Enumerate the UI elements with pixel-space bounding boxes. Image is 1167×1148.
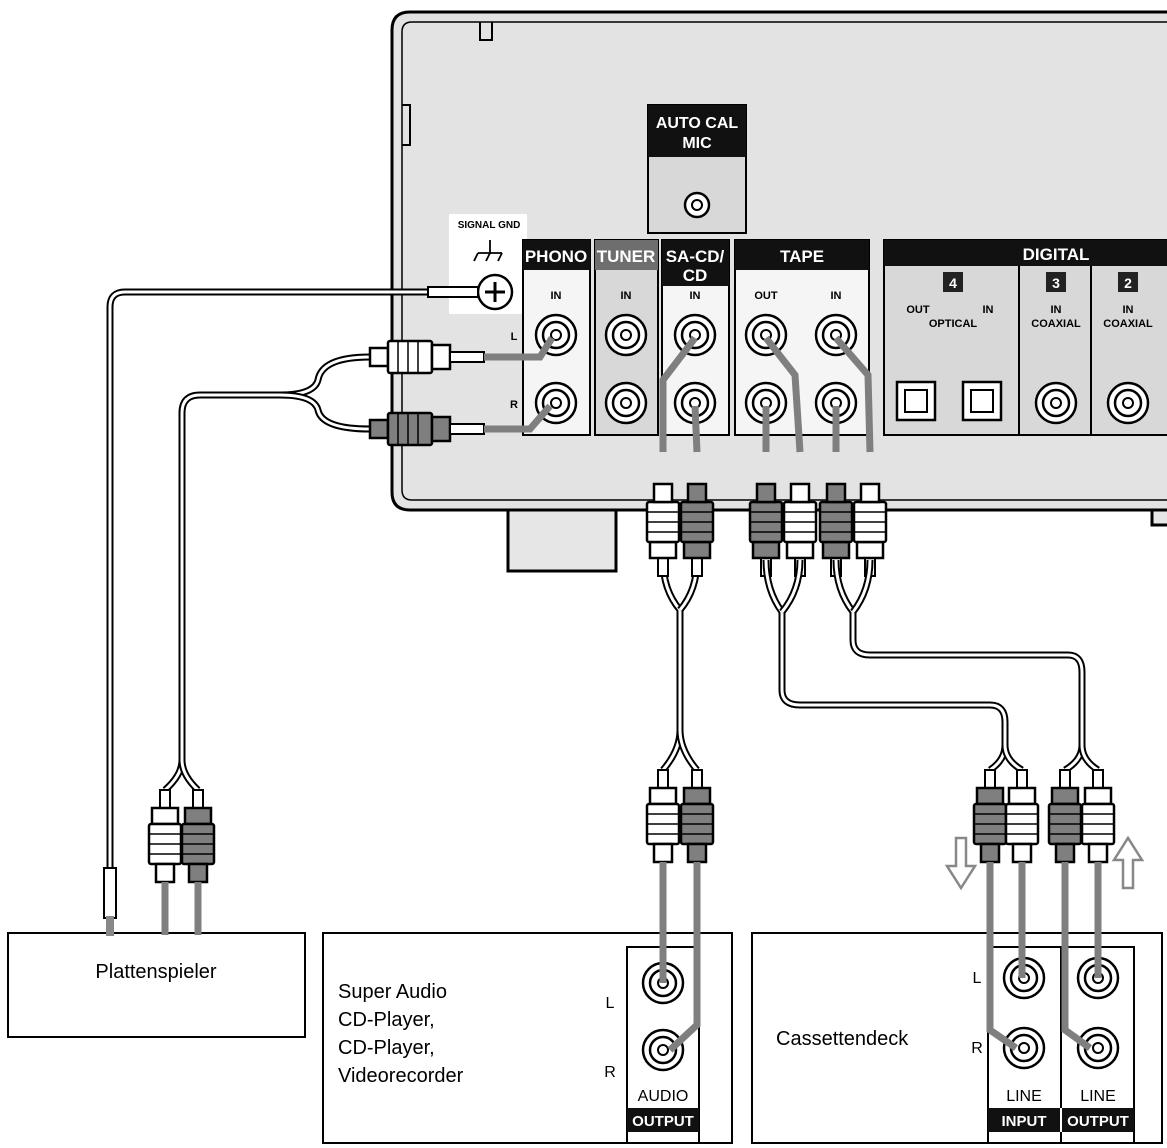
coaxial3-jack[interactable]: [1034, 381, 1078, 425]
tape-title: TAPE: [780, 247, 824, 266]
turntable-device: Plattenspieler: [7, 932, 306, 1038]
sacd-l-jack[interactable]: [673, 313, 717, 357]
cd-player-plug-l: [645, 768, 681, 864]
cassette-in-plug-r: [972, 768, 1008, 864]
phono-l-label: L: [511, 331, 518, 343]
cassette-label: Cassettendeck: [776, 1028, 909, 1050]
phono-section: PHONO IN L R: [510, 239, 591, 436]
tape-in-label: IN: [831, 290, 842, 302]
cd-player-r-label: R: [604, 1064, 616, 1081]
cassette-line-in-label: LINE: [1006, 1088, 1042, 1105]
coaxial2-in-label: IN: [1123, 304, 1134, 316]
phono-cable: [147, 336, 555, 935]
coaxial3-label: COAXIAL: [1031, 318, 1081, 330]
tuner-r-jack[interactable]: [604, 381, 648, 425]
signal-gnd-label: SIGNAL GND: [458, 220, 521, 231]
tape-section: TAPE OUT IN: [734, 239, 870, 436]
coaxial3-in-label: IN: [1051, 304, 1062, 316]
digital-num2: 2: [1124, 275, 1132, 291]
cassette-out-plug-r: [1047, 768, 1083, 864]
ground-wire: [103, 286, 479, 936]
signal-up-arrow-icon: [1111, 835, 1145, 890]
tuner-title: TUNER: [597, 247, 656, 266]
turntable-label: Plattenspieler: [95, 961, 217, 983]
sacd-title-line2: CD: [683, 266, 708, 285]
auto-cal-mic-section: AUTO CAL MIC: [647, 104, 747, 234]
auto-cal-label: AUTO CAL: [656, 115, 739, 132]
phono-in-label: IN: [551, 290, 562, 302]
tape-out-l-jack[interactable]: [744, 313, 788, 357]
ground-icon: [473, 240, 503, 262]
cassette-l-label: L: [973, 970, 982, 987]
sacd-section: SA-CD/ CD IN: [661, 239, 730, 436]
cd-player-device: Super Audio CD-Player, CD-Player, Videor…: [322, 932, 733, 1144]
cd-player-line1: Super Audio: [338, 981, 447, 1003]
digital-num3: 3: [1052, 275, 1060, 291]
cassette-line-out-label: LINE: [1080, 1088, 1116, 1105]
digital-section: DIGITAL 4 OUT IN OPTICAL 3 IN COAXIAL 2: [883, 239, 1167, 436]
mic-label: MIC: [682, 135, 712, 152]
coaxial2-label: COAXIAL: [1103, 318, 1153, 330]
cd-player-l-label: L: [606, 995, 615, 1012]
optical-out-port[interactable]: [895, 380, 937, 422]
cassette-out-plug-l: [1080, 768, 1116, 864]
cassette-output-label: OUTPUT: [1067, 1113, 1129, 1130]
phono-title: PHONO: [525, 247, 587, 266]
tape-cables: [748, 335, 1145, 1051]
cd-player-output-label: OUTPUT: [632, 1113, 694, 1130]
cassette-r-label: R: [971, 1040, 983, 1057]
sacd-in-label: IN: [690, 290, 701, 302]
cd-player-r-jack[interactable]: [641, 1028, 685, 1072]
receiver-foot: [506, 503, 618, 573]
optical-in-port[interactable]: [961, 380, 1003, 422]
coaxial2-jack[interactable]: [1106, 381, 1150, 425]
signal-down-arrow-icon: [944, 836, 978, 891]
optical-label: OPTICAL: [929, 318, 978, 330]
tape-out-label: OUT: [754, 290, 778, 302]
cd-player-line2: CD-Player,: [338, 1009, 435, 1031]
cd-player-line3: CD-Player,: [338, 1037, 435, 1059]
tuner-l-jack[interactable]: [604, 313, 648, 357]
sacd-cable: [645, 335, 715, 1053]
sacd-title-line1: SA-CD/: [666, 247, 725, 266]
cd-player-audio-label: AUDIO: [638, 1088, 689, 1105]
digital-title: DIGITAL: [1023, 245, 1090, 264]
cd-player-line4: Videorecorder: [338, 1065, 464, 1087]
signal-gnd-section: SIGNAL GND: [449, 214, 527, 314]
receiver-back-panel: AUTO CAL MIC SIGNAL GND PHONO: [390, 10, 1167, 573]
turntable-plug-r: [180, 788, 216, 884]
turntable-plug-l: [147, 788, 183, 884]
cassette-out-r-jack[interactable]: [1076, 1026, 1120, 1070]
cassette-input-label: INPUT: [1002, 1113, 1047, 1130]
cassette-device: Cassettendeck L R LINE LINE INPUT OUTPUT: [751, 932, 1163, 1144]
optical-in-label: IN: [983, 304, 994, 316]
optical-out-label: OUT: [906, 304, 930, 316]
phono-r-label: R: [510, 399, 518, 411]
digital-num4: 4: [949, 275, 957, 291]
cassette-in-plug-l: [1004, 768, 1040, 864]
tuner-section: TUNER IN: [594, 239, 659, 436]
tuner-in-label: IN: [621, 290, 632, 302]
cd-player-plug-r: [679, 768, 715, 864]
